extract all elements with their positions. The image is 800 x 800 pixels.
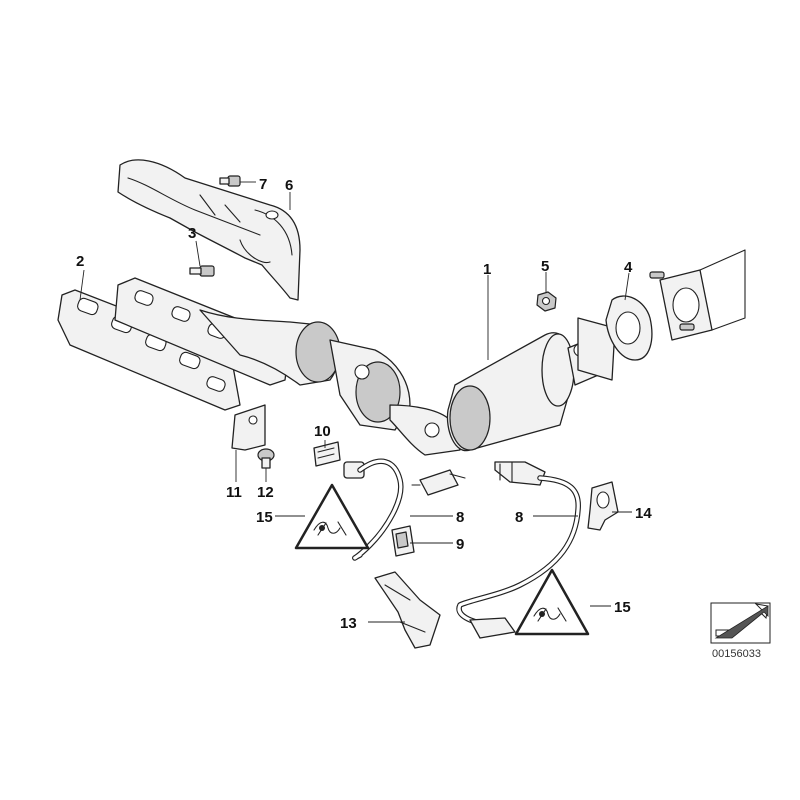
callout-5: 5	[541, 258, 549, 275]
bracket-11	[231, 404, 266, 451]
holder-9	[391, 525, 415, 557]
bolt-7	[219, 175, 241, 187]
callout-labels: 1 2 3 4 5 6 7 8 8 9 10 11 12 13 14 15 15	[76, 176, 652, 632]
callout-3: 3	[188, 225, 196, 242]
oxygen-sensor-rear	[456, 461, 581, 639]
nut-5	[536, 291, 557, 312]
heat-shield	[117, 159, 301, 301]
bolt-12	[257, 448, 275, 469]
callout-14: 14	[635, 505, 652, 522]
warning-triangle-icon	[514, 568, 590, 636]
oxygen-sensor-front	[343, 458, 466, 561]
leader-lines	[79, 181, 632, 623]
callout-8-left: 8	[456, 509, 464, 526]
callout-6: 6	[285, 177, 293, 194]
callout-13: 13	[340, 615, 357, 632]
callout-15-left: 15	[256, 509, 273, 526]
callout-10: 10	[314, 423, 331, 440]
bolt-3	[189, 265, 215, 277]
clamp-14	[587, 481, 619, 531]
flange-gasket	[605, 295, 653, 361]
clip-10	[313, 441, 341, 467]
callout-2: 2	[76, 253, 84, 270]
bracket-13	[374, 571, 441, 649]
callout-1: 1	[483, 261, 491, 278]
navigation-arrow-icon	[710, 602, 771, 644]
part-number: 00156033	[712, 648, 761, 660]
exhaust-manifold-pipes	[199, 309, 461, 456]
callout-12: 12	[257, 484, 274, 501]
callout-15-right: 15	[614, 599, 631, 616]
callout-8-right: 8	[515, 509, 523, 526]
warning-triangle-icon	[294, 483, 370, 550]
callout-7: 7	[259, 176, 267, 193]
exhaust-pipe-flange	[649, 249, 746, 341]
callout-9: 9	[456, 536, 464, 553]
callout-4: 4	[624, 259, 633, 276]
callout-11: 11	[226, 484, 242, 501]
catalytic-converter	[446, 317, 616, 452]
